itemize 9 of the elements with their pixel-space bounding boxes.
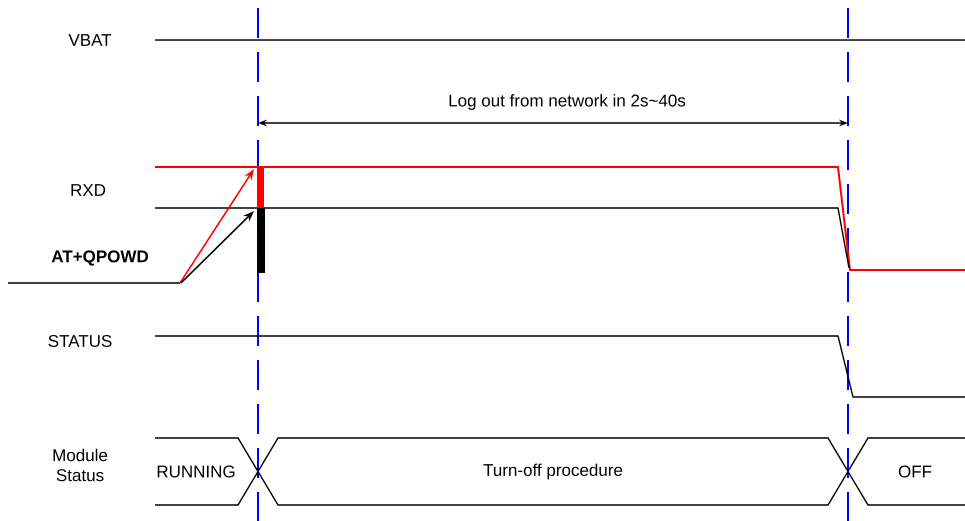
- running-band: RUNNING: [155, 437, 259, 506]
- command-label: AT+QPOWD: [52, 250, 148, 266]
- procedure-band: Turn-off procedure: [257, 437, 849, 506]
- dimension-label: Log out from network in 2s~40s: [450, 94, 686, 110]
- signal-name: STATUS: [48, 334, 112, 348]
- signal-name: VBAT: [68, 34, 112, 46]
- signal-name: RXD: [71, 184, 106, 196]
- signal-name: Module Status: [54, 448, 108, 482]
- off-band: OFF: [847, 437, 965, 506]
